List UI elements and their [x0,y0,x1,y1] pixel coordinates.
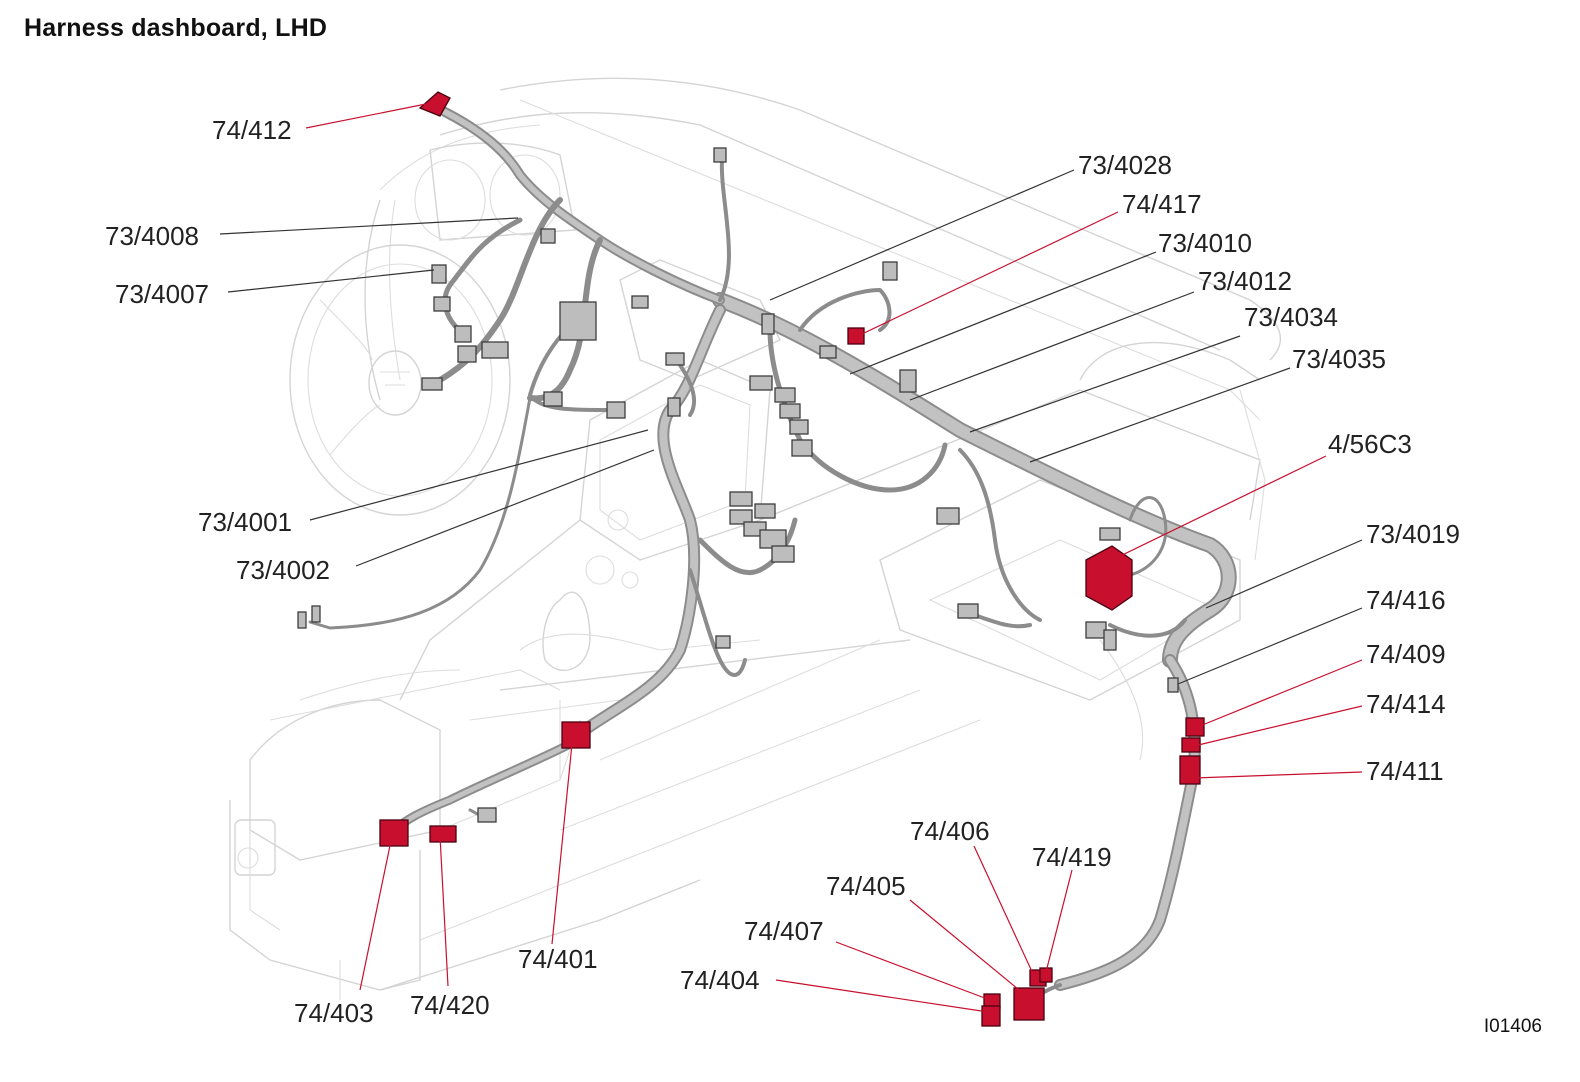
connector [729,509,753,525]
connector-74-409 [1185,717,1205,737]
connector [540,228,556,244]
connector [759,529,787,549]
connector [774,387,796,403]
connector-74-412 [418,91,451,117]
connector [771,545,795,563]
label-73-4010: 73/4010 [1158,228,1252,258]
label-73-4002: 73/4002 [236,555,330,585]
label-74-407: 74/407 [744,916,824,946]
label-74-414: 74/414 [1366,689,1446,719]
connector [631,295,649,309]
label-74-419: 74/419 [1032,842,1112,872]
connector-74-403 [379,819,409,847]
connector [791,439,813,457]
connector [454,325,472,343]
connector [431,264,447,284]
connector [1085,621,1107,639]
figure-id: I01406 [1483,1016,1542,1037]
label-74-416: 74/416 [1366,585,1446,615]
connector [481,341,509,359]
connector [457,345,477,363]
connectors-unlabeled [297,147,1179,823]
connector-74-404 [981,1005,1001,1027]
connector [754,503,776,519]
diagram-title: Harness dashboard, LHD [24,14,328,42]
connector-74-417 [847,327,865,345]
connector [899,369,917,393]
connector-74-411 [1179,755,1201,785]
callout-labels: 74/412 73/4008 73/4007 73/4028 74/417 73… [105,115,1460,1028]
connectors-highlighted [379,91,1205,1027]
connector [936,507,960,525]
label-73-4001: 73/4001 [198,507,292,537]
connector [311,605,321,623]
label-73-4035: 73/4035 [1292,344,1386,374]
connector [297,611,307,629]
connector [606,401,626,419]
label-73-4012: 73/4012 [1198,266,1292,296]
connector [477,807,497,823]
label-74-409: 74/409 [1366,639,1446,669]
connector [559,301,597,341]
connector-74-401 [561,721,591,749]
label-73-4028: 73/4028 [1078,150,1172,180]
connector [882,261,898,281]
label-74-412: 74/412 [212,115,292,145]
connector [713,147,727,163]
connector [789,419,809,435]
connector [729,491,753,507]
connector [543,391,563,407]
connector-74-405 [1013,987,1045,1021]
connector [667,397,681,417]
connector-74-420 [429,825,457,843]
label-74-404: 74/404 [680,965,760,995]
connector [761,313,775,335]
label-73-4008: 73/4008 [105,221,199,251]
connector [1167,677,1179,693]
label-74-411: 74/411 [1366,756,1444,786]
connector [749,375,773,391]
connector-4-56C3 [1085,545,1133,611]
label-73-4019: 73/4019 [1366,519,1460,549]
dashboard-outline [229,77,1281,1000]
label-74-405: 74/405 [826,871,906,901]
label-74-403: 74/403 [294,998,374,1028]
connector [779,403,801,419]
label-74-406: 74/406 [910,816,990,846]
label-4-56C3: 4/56C3 [1328,429,1412,459]
connector [1099,527,1121,541]
label-74-420: 74/420 [410,990,490,1020]
connector [957,603,979,619]
connector [433,296,451,312]
label-74-417: 74/417 [1122,189,1202,219]
connector [421,377,443,391]
leader-lines [219,103,1363,1013]
connector-74-419 [1039,967,1053,983]
connector [665,352,685,366]
wiring-harness [308,107,1237,1002]
label-73-4034: 73/4034 [1244,302,1338,332]
label-74-401: 74/401 [518,944,598,974]
label-73-4007: 73/4007 [115,279,209,309]
connector [1103,629,1117,651]
connector [819,345,837,359]
connector [715,635,731,649]
